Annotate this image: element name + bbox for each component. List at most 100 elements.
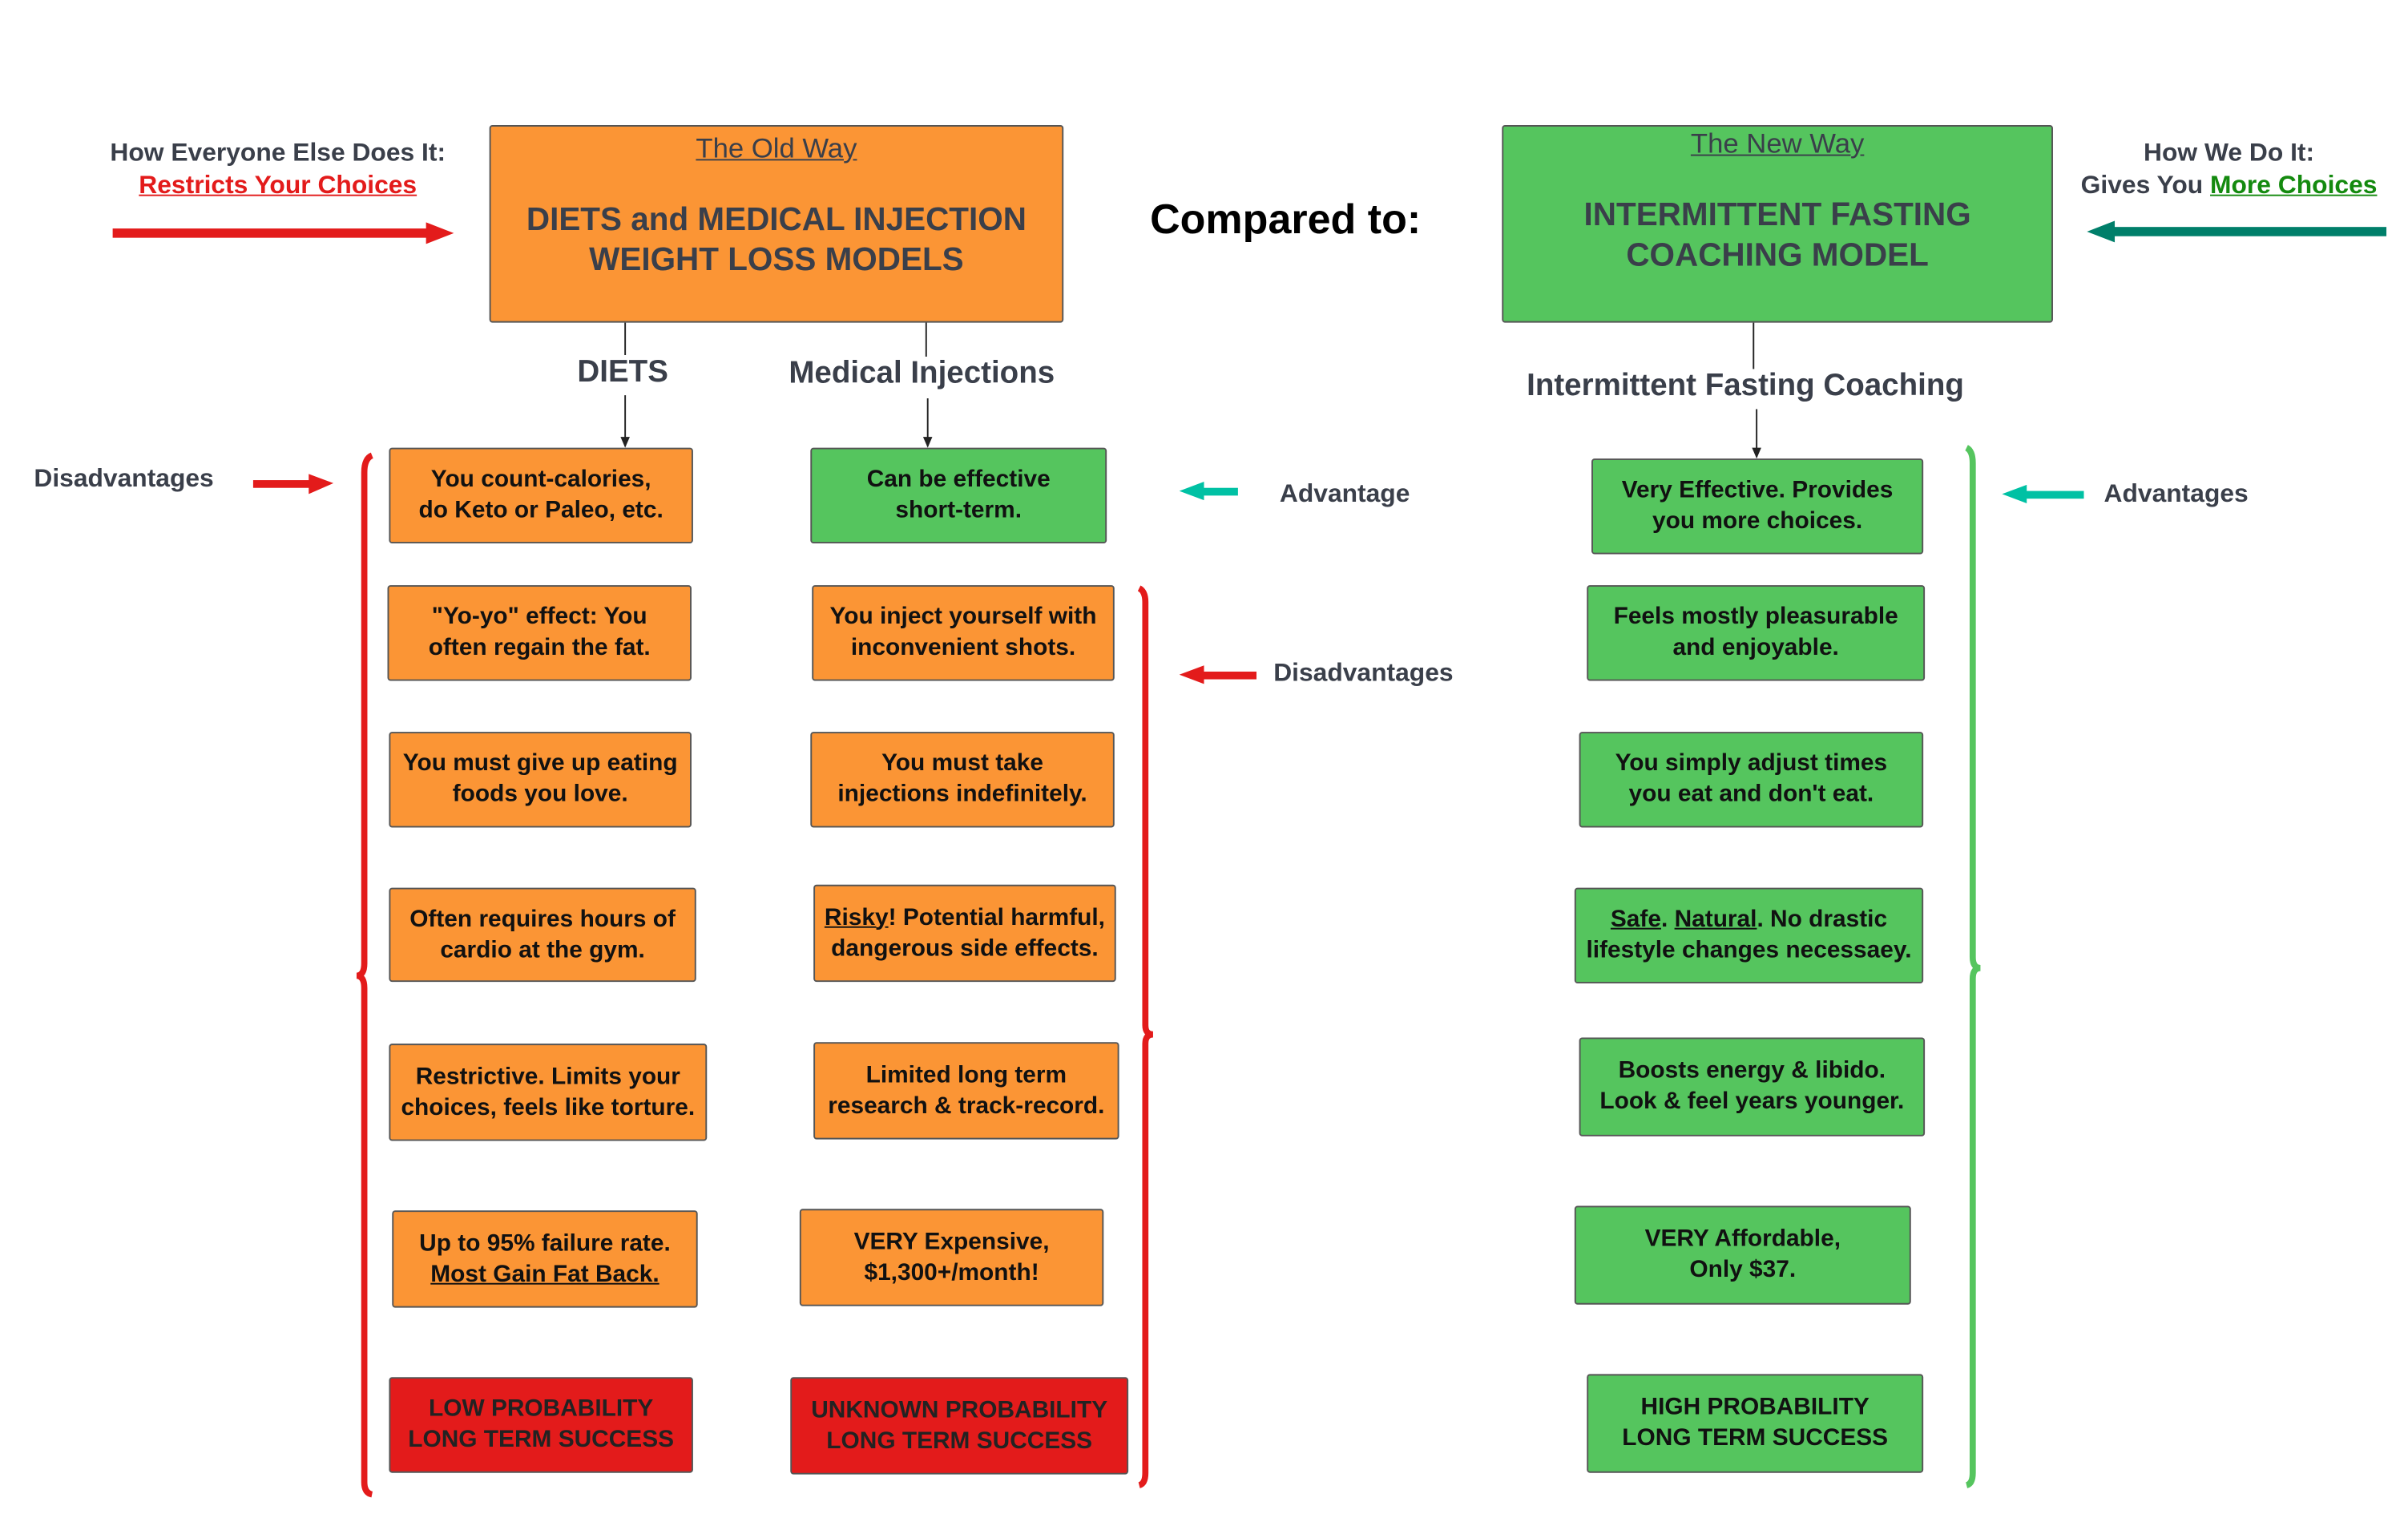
box-text-line: $1,300+/month! xyxy=(864,1258,1039,1289)
box-text: Only $37. xyxy=(1689,1257,1797,1283)
teal-arrow-icon xyxy=(1179,482,1238,501)
box-text: you more choices. xyxy=(1652,507,1863,535)
left-brace xyxy=(356,452,373,1498)
box-text-line: inconvenient shots. xyxy=(851,633,1075,664)
box-text-line: cardio at the gym. xyxy=(440,935,645,966)
box-text-line: Feels mostly pleasurable xyxy=(1614,602,1898,633)
box-text-line: Safe. Natural. No drastic xyxy=(1611,905,1887,936)
box-text-line: LOW PROBABILITY xyxy=(429,1394,653,1425)
box-text: choices, feels like torture. xyxy=(401,1093,696,1120)
box-text: lifestyle changes necessaey. xyxy=(1586,937,1912,964)
box-text: research & track-record. xyxy=(828,1092,1105,1119)
box-text-line: Look & feel years younger. xyxy=(1599,1087,1904,1118)
box-text: ! Potential harmful, xyxy=(888,903,1105,931)
right-caption-prefix: Gives You xyxy=(2080,171,2211,200)
box-text-line: Can be effective xyxy=(867,465,1051,496)
box-text-line: you more choices. xyxy=(1652,507,1862,538)
underlined-text: Safe xyxy=(1610,906,1661,933)
box-text-line: You must take xyxy=(881,749,1043,780)
box-text-line: VERY Affordable, xyxy=(1645,1225,1841,1256)
box-text: You simply adjust times xyxy=(1615,750,1888,777)
red-arrow-icon xyxy=(1179,665,1257,684)
box-text-line: Restrictive. Limits your xyxy=(416,1061,680,1092)
box-text: injections indefinitely. xyxy=(837,781,1087,808)
box-text-line: Very Effective. Provides xyxy=(1622,475,1894,507)
branch-if-label: Intermittent Fasting Coaching xyxy=(1527,369,1964,405)
old-way-subtitle: The Old Way xyxy=(696,132,857,164)
box-text-line: You inject yourself with xyxy=(830,602,1097,633)
box-text: and enjoyable. xyxy=(1672,634,1839,661)
box-text: you eat and don't eat. xyxy=(1628,781,1874,808)
box-text-line: Often requires hours of xyxy=(409,904,676,935)
box-text-line: You count-calories, xyxy=(431,465,651,496)
box-text: Often requires hours of xyxy=(409,905,676,932)
injections-box-5: Limited long term research & track-record… xyxy=(813,1042,1119,1140)
right-brace xyxy=(1965,445,1981,1488)
box-text: Can be effective xyxy=(866,466,1051,493)
middle-brace xyxy=(1137,585,1154,1488)
box-text-line: do Keto or Paleo, etc. xyxy=(419,495,664,527)
box-text-line: LONG TERM SUCCESS xyxy=(1622,1423,1888,1455)
box-text: Feels mostly pleasurable xyxy=(1613,604,1898,630)
box-text: often regain the fat. xyxy=(428,634,651,661)
disadvantages-mid-label: Disadvantages xyxy=(1273,659,1454,688)
box-text: LONG TERM SUCCESS xyxy=(408,1426,675,1453)
box-text-line: VERY Expensive, xyxy=(854,1226,1050,1258)
box-text: $1,300+/month! xyxy=(864,1258,1039,1286)
underlined-text: Natural xyxy=(1674,906,1757,933)
box-text: LOW PROBABILITY xyxy=(428,1395,654,1423)
compared-to-label: Compared to: xyxy=(1150,196,1422,243)
diets-box-5: Restrictive. Limits your choices, feels l… xyxy=(389,1044,708,1141)
injections-box-4: Risky! Potential harmful,dangerous side … xyxy=(813,884,1116,983)
box-text-line: often regain the fat. xyxy=(429,633,651,664)
teal-arrow-icon xyxy=(2002,484,2084,503)
box-text-line: Risky! Potential harmful, xyxy=(825,902,1105,934)
box-text-line: LONG TERM SUCCESS xyxy=(408,1425,674,1456)
box-text: Restrictive. Limits your xyxy=(415,1063,680,1090)
left-caption: How Everyone Else Does It: Restricts You… xyxy=(62,137,494,202)
new-way-subtitle: The New Way xyxy=(1690,127,1865,159)
injections-box-6: VERY Expensive,$1,300+/month! xyxy=(799,1209,1104,1306)
if-box-5: Boosts energy & libido. Look & feel years… xyxy=(1579,1037,1926,1136)
box-text-line: short-term. xyxy=(895,495,1022,527)
box-text: . No drastic xyxy=(1757,906,1888,933)
box-text: dangerous side effects. xyxy=(831,935,1099,962)
box-text: LONG TERM SUCCESS xyxy=(826,1427,1093,1454)
box-text: short-term. xyxy=(895,497,1022,524)
diets-box-1: You count-calories,do Keto or Paleo, etc… xyxy=(389,447,693,544)
box-text: . xyxy=(1660,906,1675,933)
restricts-choices-link: Restricts Your Choices xyxy=(139,171,417,200)
if-box-3: You simply adjust times you eat and don't… xyxy=(1579,732,1924,828)
box-text-line: you eat and don't eat. xyxy=(1629,780,1874,811)
teal-arrow-icon xyxy=(2087,220,2387,243)
box-text-line: Boosts energy & libido. xyxy=(1619,1056,1886,1088)
more-choices-link: More Choices xyxy=(2210,171,2378,200)
red-arrow-icon xyxy=(112,222,454,244)
box-text: VERY Affordable, xyxy=(1644,1225,1841,1253)
box-text-line: Only $37. xyxy=(1689,1255,1796,1286)
right-caption-heading: How We Do It: xyxy=(2144,139,2315,168)
box-text: Boosts energy & libido. xyxy=(1618,1057,1886,1084)
if-box-6: VERY Affordable, Only $37. xyxy=(1574,1205,1911,1305)
box-text-line: injections indefinitely. xyxy=(837,780,1087,811)
box-text: Limited long term xyxy=(865,1061,1067,1088)
branch-diets-label: DIETS xyxy=(577,355,668,391)
box-text-line: Most Gain Fat Back. xyxy=(430,1259,659,1290)
box-text: "Yo-yo" effect: You xyxy=(431,604,647,630)
underlined-text: Most Gain Fat Back. xyxy=(430,1260,659,1287)
box-text: do Keto or Paleo, etc. xyxy=(418,497,664,524)
box-text: You must give up eating xyxy=(402,750,678,777)
box-text-line: "Yo-yo" effect: You xyxy=(432,602,647,633)
box-text-line: UNKNOWN PROBABILITY xyxy=(811,1395,1107,1426)
